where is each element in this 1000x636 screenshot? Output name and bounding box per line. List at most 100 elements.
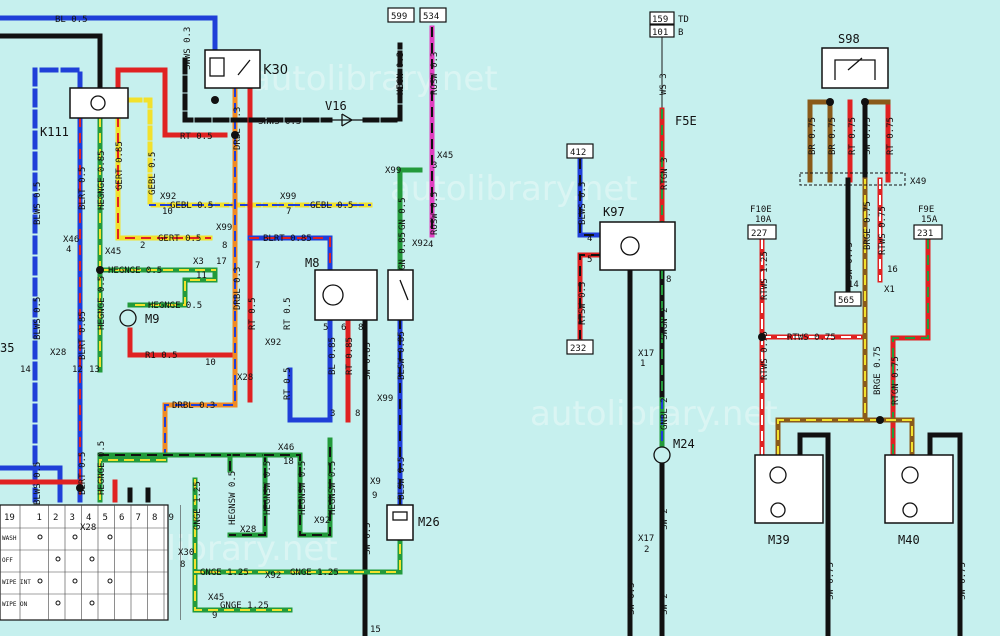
terminal-534-box <box>419 7 447 23</box>
wire-label: GEBL 0.5 <box>310 201 353 211</box>
fuse-f10e-rating: 10A <box>755 215 772 225</box>
wire-bl-m8 <box>287 317 333 423</box>
junction-dot <box>211 96 219 104</box>
connector-x49-strip <box>799 172 906 186</box>
fuse-f9e: F9E <box>918 205 934 215</box>
wire-label-vertical: BLWS 0.5 <box>578 182 588 225</box>
wire-label-vertical: SWWS 0.3 <box>183 27 193 70</box>
pin-4b: 4 <box>428 240 433 250</box>
wire-label-vertical: GN 0.85 <box>398 232 408 270</box>
connector-x99-c: X99 <box>216 223 232 233</box>
wire-label-vertical: SWGN 2 <box>660 307 670 340</box>
terminal-599: 599 <box>391 12 407 22</box>
pin-5-k97: 5 <box>587 255 592 265</box>
switch-table-col-header: 1 <box>37 513 42 523</box>
junction-dot <box>231 131 239 139</box>
wire-gnge-3-stripe <box>194 539 401 573</box>
pin-6: 6 <box>341 323 346 333</box>
motor-m8-symbol <box>322 284 344 306</box>
connector-x92: X92 <box>160 192 176 202</box>
wire-label-vertical: HEGNGE 0.5 <box>97 276 107 330</box>
pin-7b: 7 <box>255 261 260 271</box>
pin-5: 5 <box>323 323 328 333</box>
wire-label-vertical: HEGN 0.3 <box>396 52 406 95</box>
wire-rtgn075-stripe <box>892 239 929 456</box>
wire-blrt-m8-stripe <box>249 237 331 271</box>
connector-x17: X17 <box>638 349 654 359</box>
motor-m39-box <box>754 454 824 524</box>
pin-3: 3 <box>330 409 335 419</box>
wire-label-vertical: HEGNSW 0.5 <box>263 461 273 515</box>
wire-label: GEBL 0.5 <box>170 201 213 211</box>
relay-k30-contact <box>237 59 251 76</box>
pin-18: 18 <box>283 457 294 467</box>
wire-label-vertical: GEBL 0.5 <box>148 152 158 195</box>
wire-label-vertical: BLRT 0.85 <box>78 311 88 360</box>
label-k97: K97 <box>603 205 625 219</box>
connector-x92-c: X92 <box>265 571 281 581</box>
wire-label-vertical: SW 2 <box>660 593 670 615</box>
terminal-101-box <box>649 24 675 38</box>
wire-label: BLRT 0.85 <box>263 234 312 244</box>
junction-dot <box>758 333 766 341</box>
wire-label-vertical: RT 0.75 <box>848 117 858 155</box>
label-m24: M24 <box>673 437 695 451</box>
switch-contact <box>399 279 409 301</box>
switch-table-col-header: 9 <box>169 513 174 523</box>
connector-x28-c: X28 <box>240 525 256 535</box>
label-f5e: F5E <box>675 114 697 128</box>
switch-table-col-header: 2 <box>53 513 58 523</box>
connector-x30: X30 <box>178 548 194 558</box>
wire-brge-bus-stripe <box>777 419 913 456</box>
motor-m39-circle <box>769 466 787 484</box>
motor-m40-circle <box>901 466 919 484</box>
switch-table-row-label: WIPE INT <box>2 579 31 586</box>
terminal-565-box <box>834 291 862 307</box>
switch-table-contact <box>72 578 78 584</box>
wire-label-vertical: DRBL 0.3 <box>233 107 243 150</box>
terminal-534: 534 <box>423 12 439 22</box>
connector-x49: X49 <box>910 177 926 187</box>
wire-label-vertical: RTWS 0.75 <box>760 331 770 380</box>
pin-13: 13 <box>89 365 100 375</box>
motor-m8-box <box>314 269 378 321</box>
switch-table-col-header: 19 <box>4 513 15 523</box>
pin-10: 10 <box>162 207 173 217</box>
wire-label-vertical: SW 0.75 <box>863 117 873 155</box>
connector-x28-d: X28 <box>80 523 96 533</box>
wire-label-vertical: RT 0.5 <box>283 367 293 400</box>
wire-label-vertical: BR 0.75 <box>828 117 838 155</box>
wire-label-vertical: GNBL 2 <box>660 397 670 430</box>
connector-x96: X99 <box>385 166 401 176</box>
wire-rt-k111 <box>115 67 228 138</box>
switch-table-row-label: WASH <box>2 535 17 542</box>
pin-6-k97: 6 <box>627 275 632 285</box>
label-m40: M40 <box>898 533 920 547</box>
pin-8-k97: 8 <box>666 275 671 285</box>
wire-label-vertical: RT 0.5 <box>248 297 258 330</box>
terminal-td: TD <box>678 15 689 25</box>
wire-label-vertical: SW 0.75 <box>826 562 836 600</box>
label-m39: M39 <box>768 533 790 547</box>
pin-4-k97: 4 <box>587 234 592 244</box>
terminal-232: 232 <box>570 344 586 354</box>
wire-label-vertical: SW 0.75 <box>845 242 855 280</box>
pin-8d: 8 <box>180 560 185 570</box>
motor-m9-symbol <box>119 309 137 327</box>
switch-table-col-header: 3 <box>70 513 75 523</box>
switch-table-frame <box>0 504 169 621</box>
connector-x99-b: X99 <box>377 394 393 404</box>
relay-k97-symbol <box>620 236 640 256</box>
wire-gnge-2-stripe <box>194 479 291 611</box>
wire-label-vertical: RTGN 0.75 <box>891 356 901 405</box>
switch-table-contact <box>37 534 43 540</box>
motor-m39-m <box>770 502 786 518</box>
connector-x46-b: X46 <box>278 443 294 453</box>
pin-14b: 14 <box>848 280 859 290</box>
pin-4: 4 <box>66 245 71 255</box>
switch-table-contact <box>107 578 113 584</box>
wire-r1 <box>127 327 238 358</box>
wire-bl-0.5 <box>0 15 218 53</box>
motor-m26-box <box>386 504 414 541</box>
connector-x99: X99 <box>280 192 296 202</box>
